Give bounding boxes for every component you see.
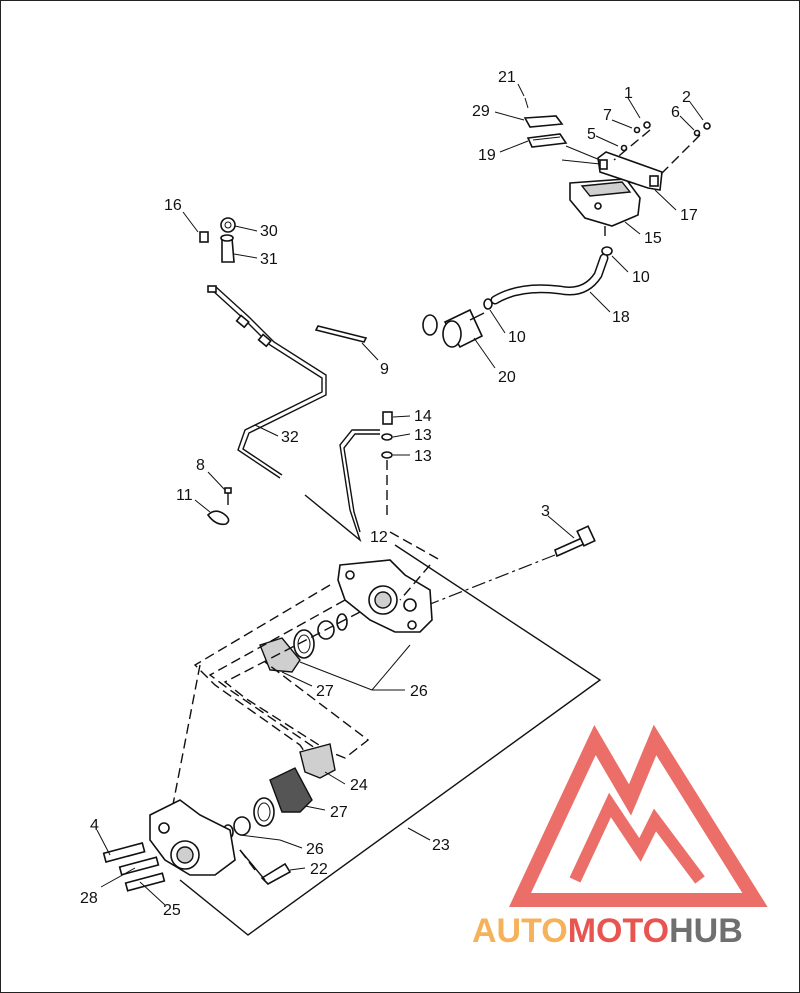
- callout-26-upper: 26: [410, 683, 428, 700]
- callout-24: 24: [350, 777, 368, 794]
- callout-13-upper: 13: [414, 427, 432, 444]
- part-21-pin: [524, 97, 529, 109]
- part-7-washer: [633, 126, 641, 134]
- callout-4: 4: [90, 817, 99, 834]
- callout-10-lower: 10: [508, 329, 526, 346]
- callout-7: 7: [603, 107, 612, 124]
- callout-29: 29: [472, 103, 490, 120]
- part-13-washer-lower: [381, 451, 393, 459]
- watermark-logo: [508, 724, 768, 907]
- part-2-screw: [703, 122, 711, 130]
- part-30-cap: [220, 217, 236, 233]
- callout-17: 17: [680, 207, 698, 224]
- clutch-lever-bracket-assembly: [523, 97, 711, 236]
- part-3-bolt: [409, 525, 596, 613]
- callout-27-upper: 27: [316, 683, 334, 700]
- callout-23: 23: [432, 837, 450, 854]
- callout-19: 19: [478, 147, 496, 164]
- part-14-banjo-bolt: [382, 411, 393, 425]
- callout-20: 20: [498, 369, 516, 386]
- callout-6: 6: [671, 104, 680, 121]
- part-5-washer: [620, 144, 628, 152]
- callout-15: 15: [644, 230, 662, 247]
- callout-8: 8: [196, 457, 205, 474]
- hose-assembly: [422, 246, 613, 349]
- watermark-brand: AUTOMOTOHUB: [472, 912, 743, 950]
- callout-32: 32: [281, 429, 299, 446]
- part-10-clamp-upper: [601, 246, 613, 256]
- callout-28: 28: [80, 890, 98, 907]
- callout-13-lower: 13: [414, 448, 432, 465]
- callout-11: 11: [176, 487, 193, 504]
- callout-26-lower: 26: [306, 841, 324, 858]
- callout-14: 14: [414, 408, 432, 425]
- part-11-clamp: [206, 510, 230, 526]
- watermark-triangle-icon: [508, 724, 768, 907]
- callout-27-lower: 27: [330, 804, 348, 821]
- callout-9: 9: [380, 361, 389, 378]
- callout-5: 5: [587, 126, 596, 143]
- callout-30: 30: [260, 223, 278, 240]
- callout-31: 31: [260, 251, 278, 268]
- callout-1: 1: [624, 85, 633, 102]
- part-29-cover: [523, 115, 564, 128]
- part-13-washer-upper: [381, 433, 393, 441]
- part-4-bolt: [102, 841, 146, 863]
- banjo-bolt-assembly: [304, 411, 393, 543]
- part-1-screw: [643, 121, 651, 129]
- part-20-oring: [422, 314, 438, 336]
- part-23-outline: [179, 544, 602, 936]
- part-19-pad: [526, 133, 568, 148]
- callout-3: 3: [541, 503, 550, 520]
- part-9-tie-strap: [314, 325, 368, 343]
- callout-10-upper: 10: [632, 269, 650, 286]
- callout-16: 16: [164, 197, 182, 214]
- callout-25: 25: [163, 902, 181, 919]
- brake-line-32: [207, 285, 327, 479]
- part-24-clip: [299, 743, 336, 779]
- part-6-washer: [693, 129, 701, 137]
- callout-21: 21: [498, 69, 516, 86]
- callout-labels: 21 29 19 1 7 5 2 6 17 15 16 30 31 10 18 …: [80, 69, 698, 919]
- callout-22: 22: [310, 861, 328, 878]
- leader-lines: [96, 83, 704, 906]
- bleeder-assembly: [199, 217, 236, 263]
- lower-caliper: [102, 743, 336, 892]
- part-22-bleeder: [260, 862, 292, 885]
- part-10-clamp-lower: [483, 298, 493, 310]
- part-17-bracket: [597, 151, 663, 191]
- callout-2: 2: [682, 89, 691, 106]
- part-16-bleeder: [199, 231, 209, 243]
- clamp-assembly: [206, 487, 232, 526]
- callout-18: 18: [612, 309, 630, 326]
- callout-12: 12: [370, 529, 388, 546]
- upper-caliper: [259, 531, 441, 673]
- part-27-pad-lower: [269, 767, 313, 813]
